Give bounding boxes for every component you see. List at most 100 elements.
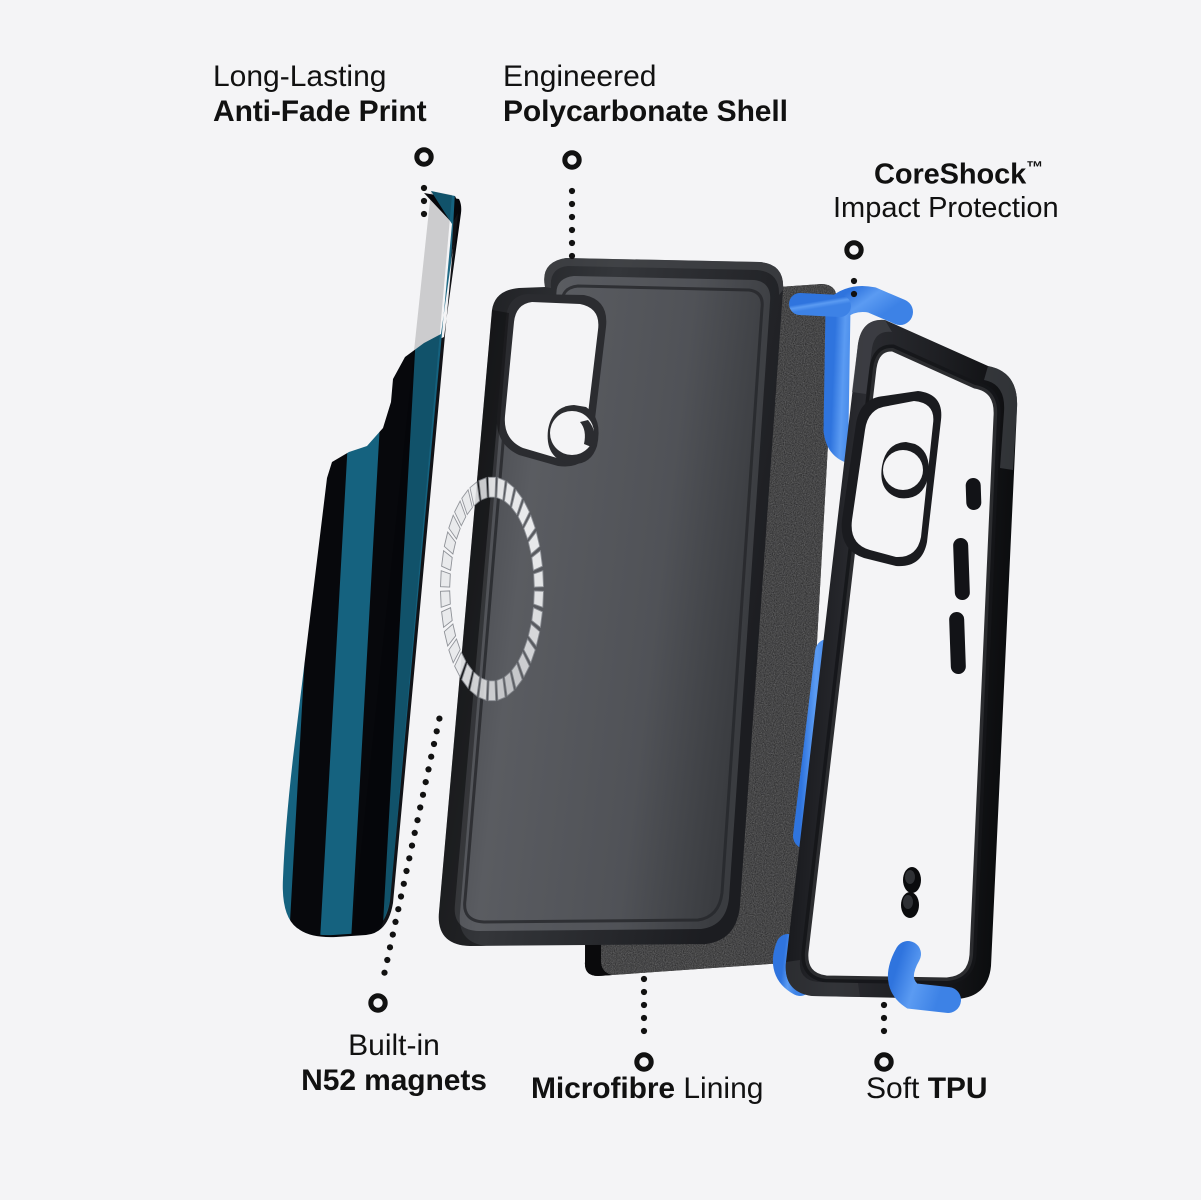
- callout-soft-tpu: Soft TPU: [866, 1072, 988, 1107]
- callout-line-2: Polycarbonate Shell: [503, 94, 788, 128]
- leader-dot: [568, 200, 576, 208]
- leader-dot: [436, 715, 443, 722]
- leader-dot: [397, 893, 405, 900]
- magnet-segment: [533, 590, 544, 608]
- callout-line-2: Impact Protection: [833, 192, 1059, 225]
- magnet-segment: [478, 477, 488, 501]
- callout-line-2: Soft TPU: [866, 1072, 988, 1107]
- leader-dot: [419, 791, 427, 798]
- leader-endpoint-ring: [634, 1052, 654, 1072]
- leader-anti-fade-print: [414, 147, 434, 218]
- callout-line-1: Built-in: [348, 1029, 440, 1062]
- magnet-segment: [448, 638, 461, 664]
- magnet-segment: [527, 623, 541, 648]
- layer-polycarbonate-shell: [438, 258, 784, 946]
- tpu-word: TPU: [927, 1072, 988, 1105]
- magnet-segment: [441, 607, 453, 629]
- leader-dot: [417, 804, 424, 811]
- leader-dot: [640, 1014, 648, 1022]
- leader-dot: [568, 187, 576, 195]
- callout-microfibre-lining: Microfibre Lining: [531, 1072, 763, 1107]
- callout-line-2: N52 magnets: [301, 1063, 487, 1097]
- soft-word: Soft: [866, 1072, 928, 1105]
- leader-dot: [403, 867, 410, 875]
- callout-polycarbonate-shell: Engineered Polycarbonate Shell: [503, 60, 788, 130]
- magnet-segment: [454, 651, 467, 679]
- leader-dot: [411, 829, 418, 837]
- coreshock-word: CoreShock: [874, 158, 1027, 191]
- leader-dot: [422, 779, 429, 786]
- leader-dot: [384, 956, 391, 964]
- leader-endpoint-ring: [874, 1052, 894, 1072]
- leader-dot: [400, 880, 407, 887]
- leader-dot: [389, 931, 396, 938]
- magnet-segment: [443, 530, 457, 555]
- magnet-segment: [461, 488, 473, 516]
- leader-dot: [568, 239, 576, 247]
- magnet-segment: [448, 514, 461, 540]
- leader-dot: [880, 1014, 888, 1022]
- callout-anti-fade-print: Long-Lasting Anti-Fade Print: [213, 60, 427, 130]
- leader-soft-tpu: [874, 1001, 894, 1072]
- leader-dot: [850, 277, 858, 285]
- leader-dot: [433, 728, 440, 735]
- leader-dot: [568, 252, 576, 260]
- leader-dot: [420, 197, 428, 205]
- lining-word: Lining: [675, 1072, 764, 1105]
- leader-dot: [408, 842, 416, 849]
- magnet-segment: [511, 488, 523, 516]
- magnet-segment: [496, 677, 506, 701]
- magnet-segment: [523, 514, 536, 540]
- leader-endpoint-ring: [368, 993, 388, 1013]
- leader-polycarbonate-shell: [562, 150, 582, 260]
- magnet-segment: [523, 638, 536, 664]
- leader-coreshock: [844, 240, 864, 298]
- leader-dot: [406, 855, 413, 862]
- callout-line-1: Long-Lasting: [213, 60, 387, 93]
- magnet-segment: [517, 651, 530, 679]
- magnet-segment: [487, 476, 497, 498]
- leader-lines: [368, 147, 894, 1072]
- leader-dot: [386, 944, 394, 951]
- leader-dot: [381, 969, 388, 976]
- magnet-segment: [478, 677, 488, 701]
- leader-dot: [640, 975, 648, 983]
- magnet-segment: [469, 671, 481, 697]
- magnet-segment: [533, 570, 544, 588]
- magnet-ring: [440, 476, 544, 702]
- leader-dot: [880, 1027, 888, 1035]
- layer-striped-backplate: [282, 191, 462, 938]
- leader-dot: [430, 740, 438, 748]
- callout-line-2: Microfibre Lining: [531, 1072, 763, 1107]
- leader-dot: [414, 817, 421, 824]
- magnet-segment: [503, 481, 515, 507]
- magnet-segment: [461, 662, 473, 690]
- callout-line-1: Engineered: [503, 60, 657, 93]
- leader-endpoint-ring: [562, 150, 582, 170]
- magnet-segment: [511, 662, 523, 690]
- leader-dot: [425, 766, 432, 773]
- magnet-segment: [440, 570, 451, 588]
- magnet-segment: [487, 680, 497, 702]
- leader-dot: [880, 1001, 888, 1009]
- magnet-segment: [440, 590, 451, 608]
- magnet-segment: [496, 477, 506, 501]
- leader-endpoint-ring: [414, 147, 434, 167]
- magnet-segment: [531, 607, 543, 629]
- leader-dot: [395, 906, 402, 913]
- leader-dot: [428, 753, 435, 760]
- magnet-segment: [454, 499, 467, 527]
- leader-dot: [640, 988, 648, 996]
- callout-n52-magnets: Built-in N52 magnets: [285, 1029, 503, 1099]
- leader-dot: [568, 226, 576, 234]
- leader-dot: [850, 290, 858, 298]
- magnet-segment: [531, 549, 543, 571]
- magnet-segment: [443, 623, 457, 648]
- microfibre-word: Microfibre: [531, 1072, 676, 1105]
- callout-line-2: Anti-Fade Print: [213, 94, 427, 128]
- callout-line-1: CoreShock™: [833, 158, 1059, 192]
- leader-dot: [640, 1001, 648, 1009]
- leader-dot: [568, 213, 576, 221]
